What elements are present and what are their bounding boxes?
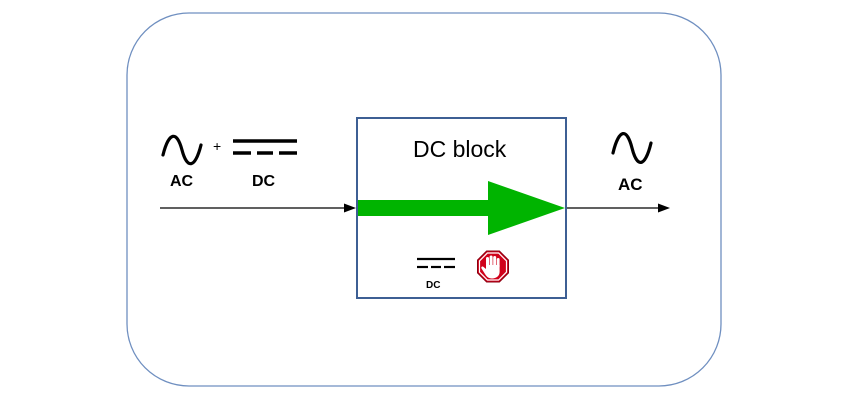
input-dc-label: DC [252, 173, 276, 190]
dc-symbol-icon [233, 139, 297, 155]
output-arrowhead [658, 203, 670, 213]
stop-hand-icon [477, 250, 509, 283]
ac-pass-arrow [358, 181, 565, 235]
blocked-dc-label: DC [426, 280, 441, 291]
ac-sine-icon [161, 134, 203, 166]
input-ac-label: AC [170, 173, 194, 190]
output-ac-label: AC [618, 175, 643, 194]
output-ac-sine-icon [611, 132, 653, 164]
input-arrowhead [344, 203, 356, 213]
plus-sign: + [213, 138, 222, 154]
dc-block-title: DC block [413, 136, 507, 162]
blocked-dc-symbol-icon [417, 257, 455, 269]
